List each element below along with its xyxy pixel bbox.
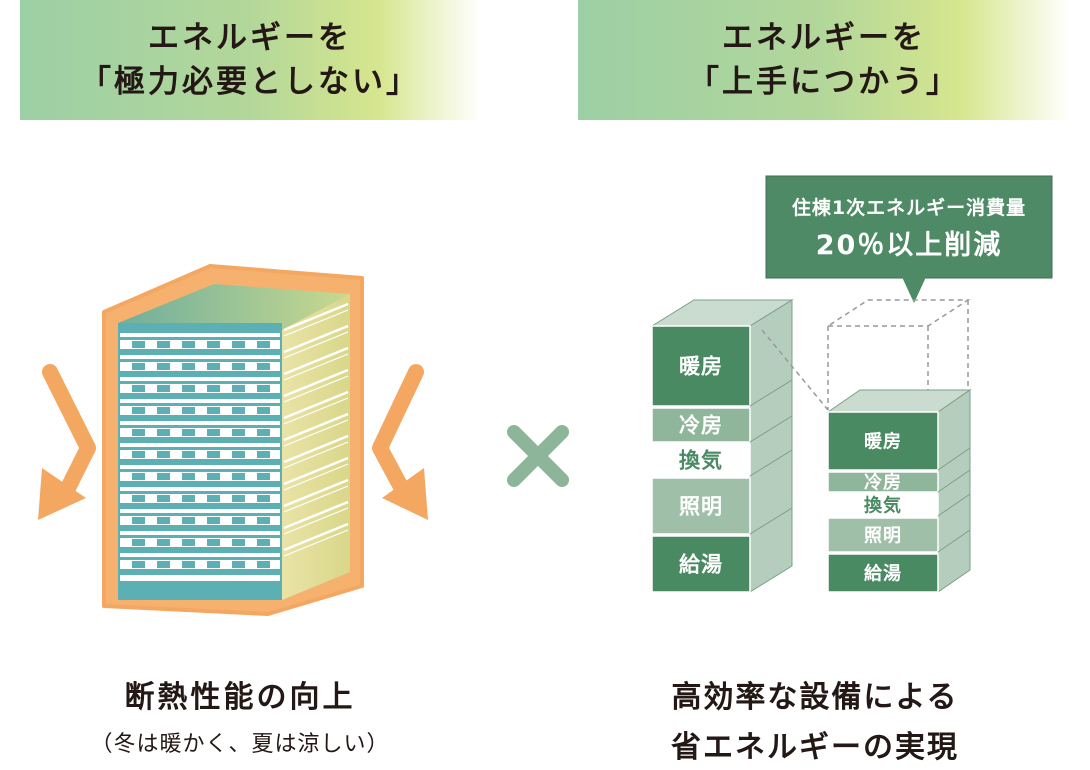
callout-line2: 20％以上削減 <box>816 230 1003 261</box>
stack-after-label-5: 給湯 <box>864 562 902 584</box>
left-banner-line2: 「極力必要としない」 <box>80 64 420 100</box>
stack-before-label-5: 給湯 <box>679 553 723 577</box>
callout-line1: 住棟1次エネルギー消費量 <box>792 196 1026 219</box>
right-arrow-icon <box>372 364 428 520</box>
stack-before-label-4: 照明 <box>679 495 723 519</box>
left-caption-main: 断熱性能の向上 <box>124 680 356 715</box>
stack-before-segment-5 <box>651 535 751 593</box>
right-caption-line1: 高効率な設備による <box>671 680 959 715</box>
multiply-icon <box>507 425 569 487</box>
stack-after-segment-2 <box>827 471 939 493</box>
left-banner-line1: エネルギーを <box>148 20 352 56</box>
stack-after-segment-4 <box>827 517 939 553</box>
stack-before-segment-4 <box>651 477 751 535</box>
stack-after-segment-3 <box>827 493 939 517</box>
left-banner: エネルギーを 「極力必要としない」 <box>20 0 480 120</box>
right-caption-line2: 省エネルギーの実現 <box>671 730 959 765</box>
right-banner-line2: 「上手につかう」 <box>688 64 960 100</box>
stack-before-label-3: 換気 <box>679 449 723 473</box>
reduction-callout: 住棟1次エネルギー消費量 20％以上削減 <box>765 175 1053 303</box>
stack-after-label-1: 暖房 <box>864 430 902 452</box>
stack-before-segment-2 <box>651 407 751 443</box>
building-icon <box>102 264 364 616</box>
stack-before-segment-1 <box>651 325 751 407</box>
stack-after-label-2: 冷房 <box>864 471 902 493</box>
reduced-volume-outline <box>761 299 971 411</box>
left-caption-sub: （冬は暖かく、夏は涼しい） <box>90 732 390 757</box>
stack-after-label-4: 照明 <box>864 525 902 546</box>
stack-after-segment-1 <box>827 411 939 471</box>
left-arrow-icon <box>38 364 96 520</box>
stack-before-label-2: 冷房 <box>679 414 723 438</box>
stack-before-label-1: 暖房 <box>679 355 723 379</box>
stack-before-segment-3 <box>651 443 751 477</box>
right-banner-line1: エネルギーを <box>722 20 926 56</box>
stack-after-label-3: 換気 <box>864 494 902 516</box>
right-banner: エネルギーを 「上手につかう」 <box>578 0 1070 120</box>
stack-after-segment-5 <box>827 553 939 593</box>
